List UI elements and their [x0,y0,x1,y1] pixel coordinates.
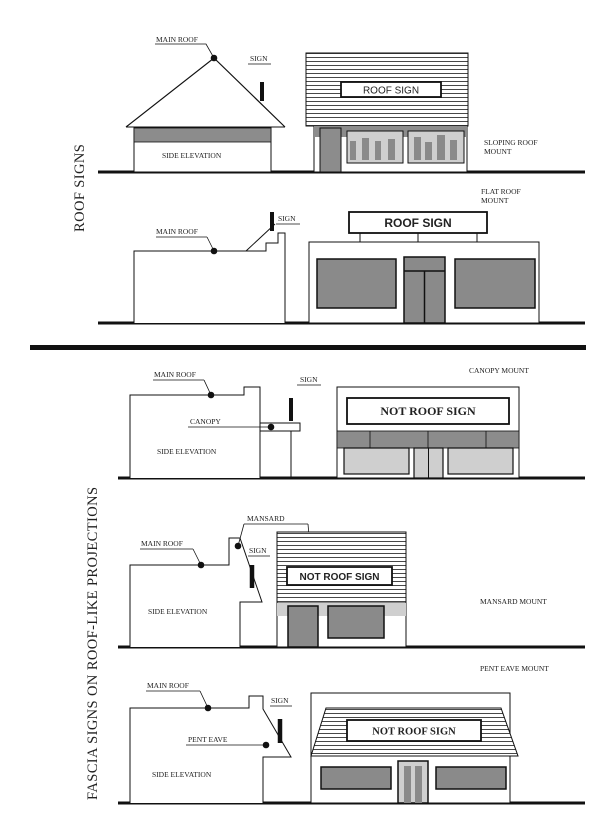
sloping-mount-label-2: MOUNT [484,147,512,156]
canopy-mount-label: CANOPY MOUNT [469,366,529,375]
main-roof-label: MAIN ROOF [141,539,183,548]
window-left [320,766,392,790]
mansard-mount-label: MANSARD MOUNT [480,597,547,606]
storefront-mansard: NOT ROOF SIGN [276,531,407,648]
section-divider [30,345,586,350]
fascia-sign [286,566,393,586]
sign-label: SIGN [271,696,289,705]
canopy-label: CANOPY [190,417,221,426]
main-roof-label: MAIN ROOF [156,227,198,236]
panel-flat-roof: FLAT ROOF MOUNT MAIN ROOF SIGN ROOF SIGN [98,187,585,325]
storefront-flat: ROOF SIGN [308,211,540,324]
storefront-canopy: NOT ROOF SIGN [336,386,520,479]
roof-sign [340,81,442,98]
window-right [447,447,514,475]
roof-sign-text: ROOF SIGN [384,216,451,230]
side-elevation-building [129,695,292,803]
window-right [435,766,507,790]
side-label-roof-signs: ROOF SIGNS [72,144,88,232]
side-elevation-label: SIDE ELEVATION [152,770,212,779]
fascia-sign-text: NOT ROOF SIGN [372,727,456,738]
window-left [343,447,410,475]
sign-label: SIGN [300,375,318,384]
main-roof-label: MAIN ROOF [156,35,198,44]
sign-label: SIGN [250,54,268,63]
panel-pent-eave: PENT EAVE MOUNT MAIN ROOF SIGN PENT EAVE… [118,664,585,805]
flat-mount-label-2: MOUNT [481,196,509,205]
panel-sloping-roof: MAIN ROOF SIGN SIDE ELEVATION ROOF SIGN … [98,35,585,174]
door [397,760,429,804]
mansard-label: MANSARD [247,514,285,523]
side-elevation-building [129,386,301,478]
pent-eave-label: PENT EAVE [188,735,228,744]
storefront-pent-eave: NOT ROOF SIGN [310,692,519,804]
main-roof-label: MAIN ROOF [147,681,189,690]
sign-label: SIGN [249,546,267,555]
side-elevation-label: SIDE ELEVATION [148,607,208,616]
window [327,605,385,639]
sign-label: SIGN [278,214,296,223]
pent-mount-label: PENT EAVE MOUNT [480,664,549,673]
side-label-fascia-signs: FASCIA SIGNS ON ROOF-LIKE PROJECTIONS [85,487,101,800]
fascia-signs-label: FASCIA SIGNS ON ROOF-LIKE PROJECTIONS [85,487,101,800]
window-right [454,258,536,309]
door [287,605,319,648]
side-elevation-building [125,57,286,173]
side-elevation-building [129,537,263,647]
flat-mount-label-1: FLAT ROOF [481,187,521,196]
fascia-sign-text: NOT ROOF SIGN [380,404,476,418]
storefront-sloping: ROOF SIGN [305,52,469,173]
side-elevation-label: SIDE ELEVATION [162,151,222,160]
fascia-sign [346,397,510,425]
window-left [316,258,397,309]
panel-mansard: MAIN ROOF MANSARD SIGN SIDE ELEVATION NO… [118,514,585,649]
fascia-sign-text: NOT ROOF SIGN [300,572,380,583]
door [319,127,342,173]
main-roof-label: MAIN ROOF [154,370,196,379]
side-elevation-building [133,212,286,323]
side-elevation-label: SIDE ELEVATION [157,447,217,456]
sloping-mount-label-1: SLOPING ROOF [484,138,538,147]
roof-signs-label: ROOF SIGNS [72,144,88,232]
fascia-sign [346,719,482,742]
roof-sign-text: ROOF SIGN [363,86,419,97]
panel-canopy: CANOPY MOUNT MAIN ROOF SIGN CANOPY SIDE … [118,366,585,480]
